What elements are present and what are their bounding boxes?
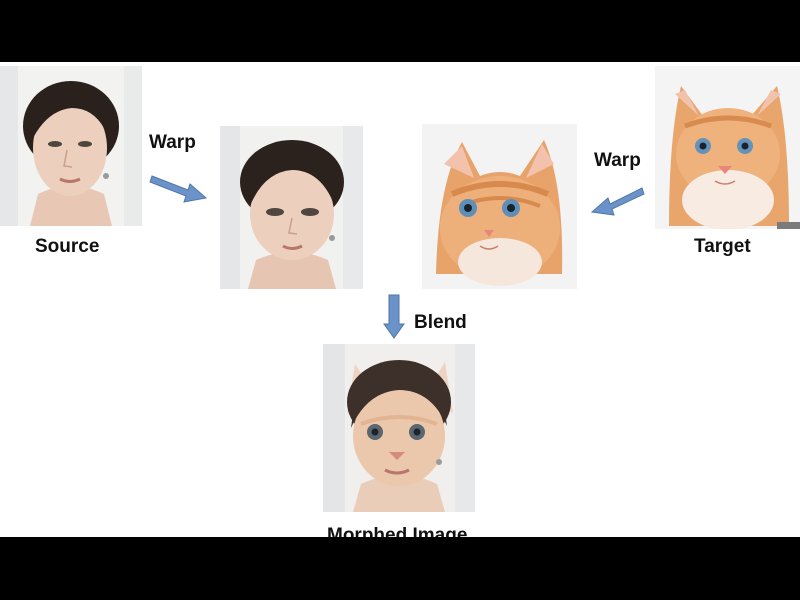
warp-right-label: Warp [594, 150, 641, 171]
target-image [655, 66, 800, 229]
source-image [0, 66, 142, 226]
warp-right-arrow [588, 182, 646, 218]
blend-arrow [383, 294, 405, 340]
source-warped-image [220, 126, 363, 289]
morphed-image [323, 344, 475, 512]
target-warped-image [422, 124, 577, 289]
diagram-canvas: Warp Warp Source Target Blend Morphed Im… [0, 62, 800, 537]
warp-left-arrow-shape [149, 175, 208, 203]
source-label: Source [35, 236, 100, 257]
blend-arrow-shape [383, 294, 405, 339]
warp-left-label: Warp [149, 132, 196, 153]
morphed-image-label: Morphed Image [327, 525, 468, 537]
warp-left-arrow [148, 166, 210, 204]
target-label: Target [694, 236, 751, 257]
warp-right-arrow-shape [590, 187, 645, 216]
blend-label: Blend [414, 312, 467, 333]
